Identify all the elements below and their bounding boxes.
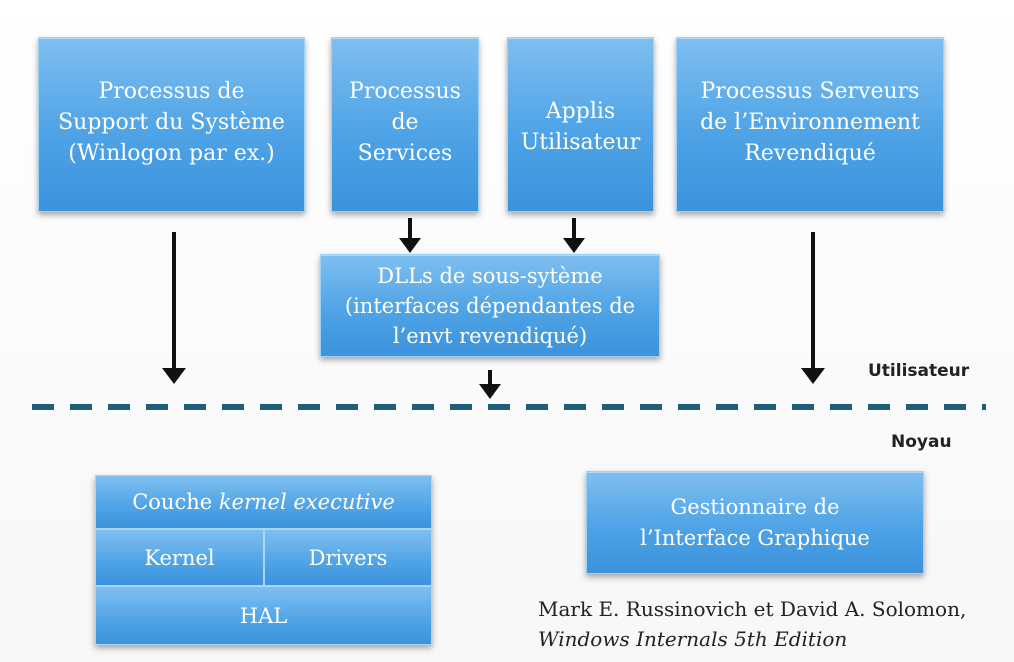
drivers-cell: Drivers — [264, 529, 432, 586]
kernel-stack: Couche kernel executive Kernel Drivers H… — [95, 475, 432, 645]
arrowhead — [801, 368, 825, 384]
reference-citation: Mark E. Russinovich et David A. Solomon,… — [538, 594, 966, 654]
user-apps-box: Applis Utilisateur — [507, 37, 654, 212]
arrowhead — [162, 368, 186, 384]
services-process-box: Processus de Services — [331, 37, 479, 212]
kernel-mode-label: Noyau — [891, 432, 952, 452]
support-process-box: Processus de Support du Système (Winlogo… — [38, 37, 305, 212]
reference-authors: Mark E. Russinovich et David A. Solomon, — [538, 597, 967, 621]
arrowhead — [563, 238, 585, 253]
subsystem-dlls-box: DLLs de sous-sytème (interfaces dépendan… — [320, 254, 660, 357]
kernel-cell: Kernel — [95, 529, 264, 586]
executive-layer: Couche kernel executive — [95, 475, 432, 529]
gui-manager-box: Gestionnaire de l’Interface Graphique — [586, 471, 924, 574]
user-mode-label: Utilisateur — [868, 361, 970, 381]
arrowhead — [399, 238, 421, 253]
reference-book: Windows Internals 5th Edition — [538, 627, 848, 651]
arrowhead — [479, 384, 501, 399]
executive-italic: kernel executive — [218, 490, 395, 514]
environment-server-box: Processus Serveurs de l’Environnement Re… — [676, 37, 944, 212]
executive-prefix: Couche — [132, 490, 219, 514]
hal-cell: HAL — [95, 586, 432, 645]
